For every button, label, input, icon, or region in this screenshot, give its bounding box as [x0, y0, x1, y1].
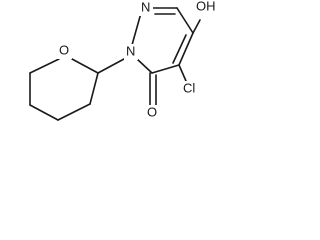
bond-c5-oh — [192, 19, 201, 34]
atom-n2: N — [124, 43, 138, 60]
atom-oh: OH — [194, 0, 222, 15]
atom-oh-label: OH — [196, 0, 216, 13]
bond-o-ring-c6prime — [29, 58, 60, 74]
structure-diagram: N N O OH Cl O — [0, 0, 229, 154]
bond-c3-n2 — [136, 58, 153, 74]
atom-o-ring-label: O — [59, 42, 69, 57]
atom-o-carbonyl: O — [145, 104, 160, 121]
atom-o-carbonyl-label: O — [147, 104, 157, 119]
atom-o-ring: O — [57, 42, 72, 59]
atom-cl: Cl — [181, 80, 200, 97]
bond-c4prime-c3prime — [57, 103, 91, 121]
bond-c2prime-o-ring — [71, 58, 99, 74]
atom-n1-label: N — [141, 0, 150, 14]
bond-n1-n2 — [131, 12, 142, 46]
bond-c5-c4-double — [172, 34, 187, 64]
bond-c6-c5 — [176, 7, 194, 34]
bond-c4-cl — [178, 64, 187, 82]
atom-cl-label: Cl — [183, 80, 195, 95]
atom-n2-label: N — [126, 43, 135, 58]
bond-c5prime-c4prime — [29, 104, 59, 121]
bond-c5-c4 — [178, 32, 194, 66]
bond-c4-c3 — [151, 64, 180, 74]
bond-c3prime-c2prime — [89, 72, 99, 105]
bond-n2-c2prime — [97, 58, 125, 74]
molecule-drawing: N N O OH Cl O — [29, 0, 222, 121]
atom-n1: N — [139, 0, 153, 16]
